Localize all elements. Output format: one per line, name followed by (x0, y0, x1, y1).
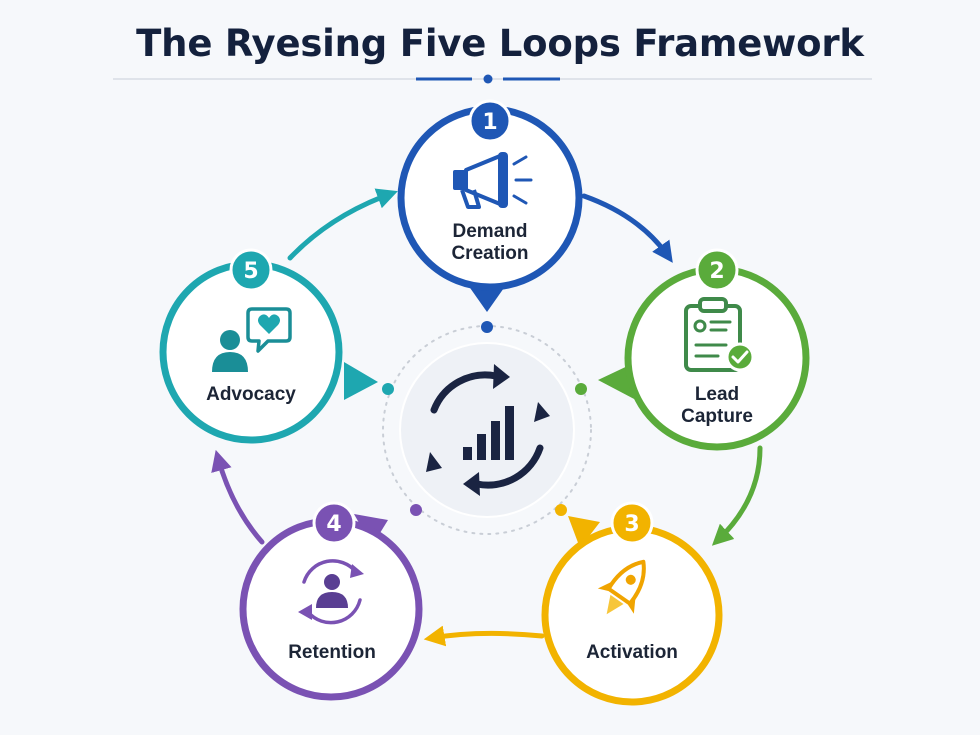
megaphone-icon (453, 152, 533, 209)
arrow-2-to-3 (711, 445, 763, 546)
loop-5-number: 5 (243, 259, 258, 284)
hub-dot-purple (410, 504, 422, 516)
title-divider (113, 74, 872, 84)
hub-dot-blue (481, 321, 493, 333)
page-title: The Ryesing Five Loops Framework (136, 22, 864, 65)
hub-dot-yellow (555, 504, 567, 516)
hub-dot-green (575, 383, 587, 395)
cycle-growth-chart-icon (426, 364, 550, 496)
loop-2-lead-capture: 2 Lead Capture (598, 248, 810, 451)
loop-2-label-line-2: Capture (681, 406, 753, 427)
arrow-3-to-4 (423, 625, 545, 647)
loop-1-number: 1 (482, 110, 497, 135)
loop-3-label: Activation (586, 642, 678, 663)
arrow-1-to-2 (581, 193, 673, 263)
clipboard-check-icon (684, 297, 755, 372)
rocket-icon (597, 559, 646, 615)
loop-5-label: Advocacy (206, 384, 296, 405)
center-hub (382, 321, 592, 535)
user-heart-chat-icon (212, 307, 292, 372)
user-cycle-icon (298, 559, 364, 625)
hub-dot-teal (382, 383, 394, 395)
loop-1-pointer (468, 285, 506, 312)
loop-1-label-line-2: Creation (451, 243, 528, 264)
loop-2-label-line-1: Lead (695, 384, 739, 405)
loop-3-activation: 3 Activation (541, 501, 723, 706)
loop-4-number: 4 (326, 512, 341, 537)
loop-1-label-line-1: Demand (453, 221, 528, 242)
loop-4-label: Retention (288, 642, 376, 663)
loop-1-demand-creation: 1 Demand Creation (397, 99, 583, 312)
arrow-4-to-5 (211, 449, 265, 545)
loop-3-number: 3 (624, 512, 639, 537)
loop-3-pointer (568, 516, 600, 548)
loop-5-pointer (344, 362, 378, 400)
loop-5-advocacy: 5 Advocacy (159, 248, 378, 444)
loop-2-number: 2 (709, 259, 724, 284)
loop-4-retention: 4 Retention (239, 501, 423, 701)
arrow-5-to-1 (287, 188, 398, 261)
